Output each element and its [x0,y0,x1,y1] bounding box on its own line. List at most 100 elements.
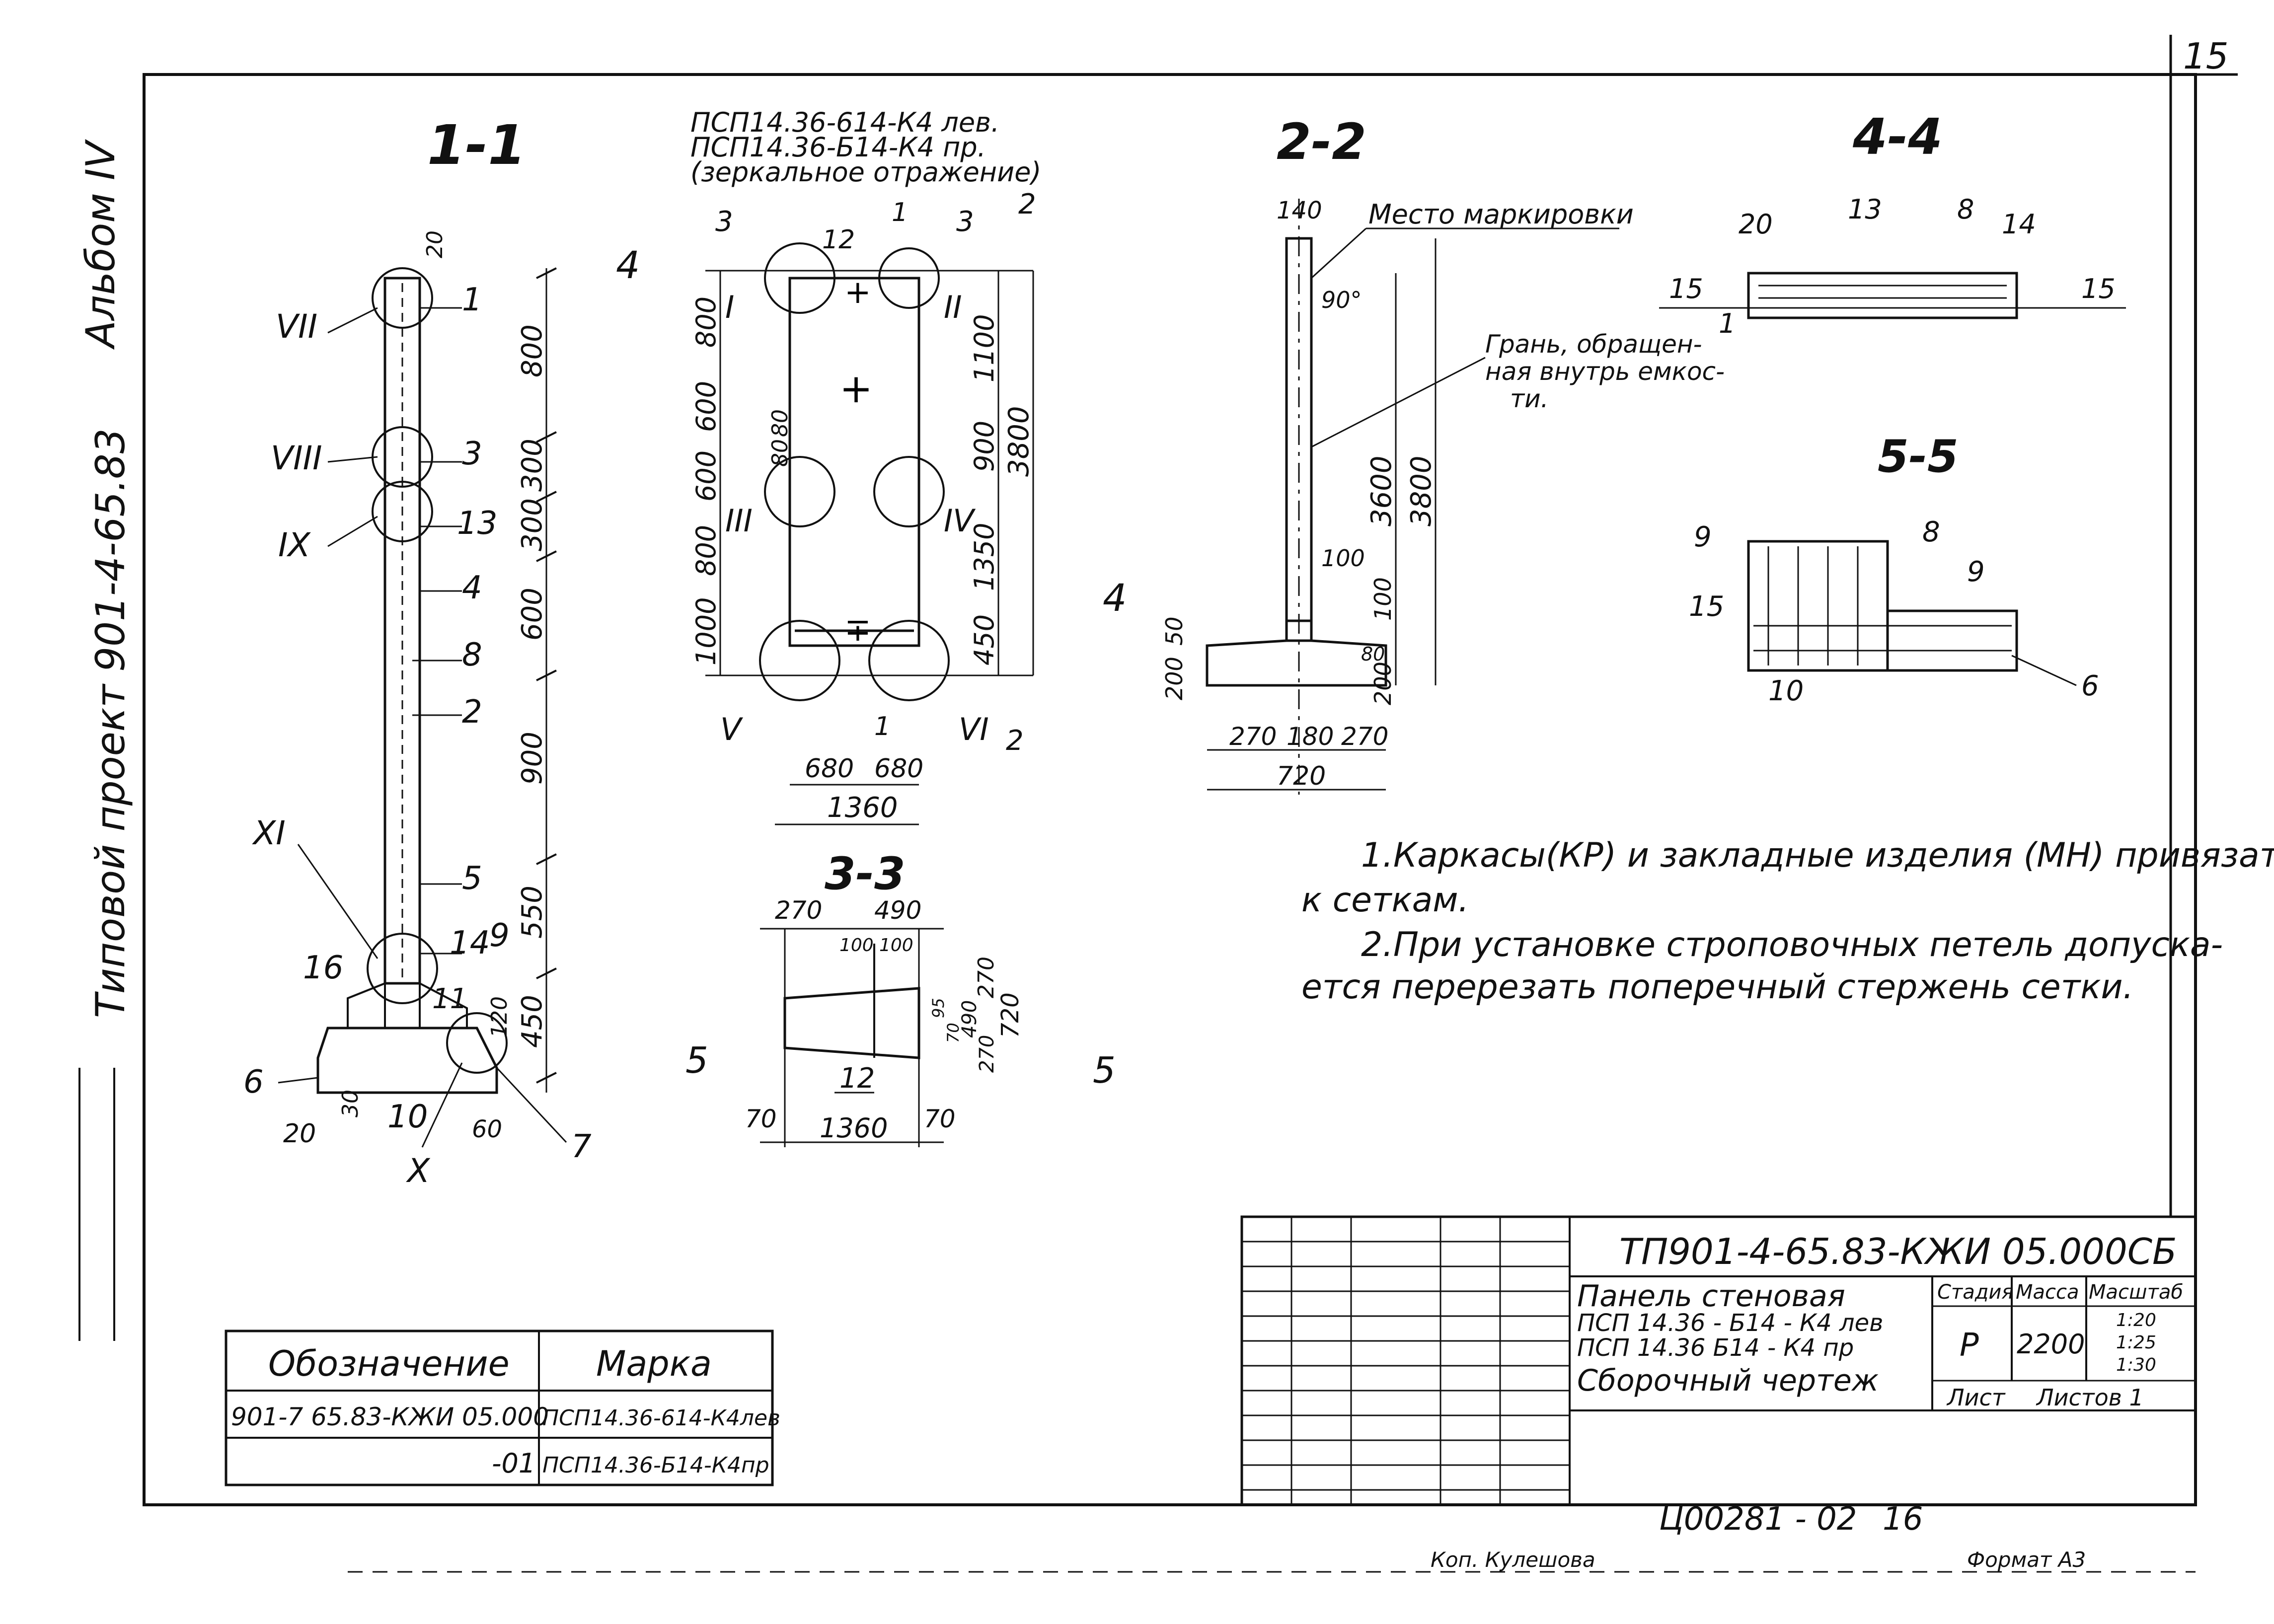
dim: 20 [422,230,448,258]
dim: 490 [874,896,921,925]
dim: 200 [1369,662,1396,705]
callout-5: 5 [462,860,482,897]
dim: 270 [976,1035,998,1073]
sheets-label: Листов 1 [2036,1384,2144,1411]
stage: Р [1960,1327,1979,1364]
section-5-5-title: 5-5 [1878,431,1959,483]
dim: 600 [690,450,722,502]
callout-roman: X [406,1152,431,1190]
drawing-code: ТП901-4-65.83-КЖИ 05.000СБ [1619,1231,2177,1272]
dim: 3800 [1405,455,1438,526]
cut-mark-4: 4 [616,243,640,287]
sheet-label: Лист [1946,1384,2006,1411]
dim: 270 [1341,722,1388,751]
node-circle-vii [372,267,433,329]
face-label: ти. [1510,384,1549,413]
dim: 90° [1321,287,1362,313]
col-header: Масса [2016,1281,2079,1304]
section-5-5-outline [1747,540,1889,672]
node-circle-x [446,1012,508,1074]
face-label: ная внутрь емкос- [1485,357,1725,386]
label: 8 [1922,516,1940,548]
footing-profile [316,1027,498,1094]
plus-mark: + [839,366,873,412]
label: 9 [1694,521,1712,553]
note-line: ется перерезать поперечный стержень сетк… [1301,967,2133,1007]
node-label: II [944,289,962,325]
dim: 180 [1287,722,1334,751]
node-label: I [725,289,734,325]
label: 15 [2081,273,2116,304]
dim: 900 [516,732,548,785]
dim: 1350 [969,523,1000,591]
label: 14 [2002,209,2036,240]
callout-9: 9 [489,917,510,954]
callout-roman: VIII [271,439,322,477]
section-2-2-title: 2-2 [1277,113,1366,171]
cut-mark-4: 4 [1103,576,1127,620]
dim: 800 [690,296,722,348]
name-line: ПСП 14.36 - Б14 - К4 лев [1577,1309,1883,1337]
dim: 70 [745,1105,777,1133]
cut-mark-5: 5 [685,1039,708,1081]
callout-roman: IX [278,526,311,564]
sheet-frame [143,73,2197,1506]
node-v [759,620,840,701]
section-1-1: 1-1 VII VIII IX XI X 1 3 13 [243,113,592,1190]
dim: 450 [969,614,1000,665]
col-header: Стадия [1937,1281,2013,1304]
label: 15 [1669,273,1703,304]
inventory-number: Ц00281 - 02 [1659,1501,1857,1538]
scale: 1:30 [2116,1355,2156,1375]
panel-elevation: ПСП14.36-614-К4 лев. ПСП14.36-Б14-К4 пр.… [616,107,1127,825]
callout-10: 10 [387,1099,428,1135]
leader [496,1067,567,1143]
dim: 270 [775,896,822,925]
callout-4: 4 [462,570,482,606]
dim: 95 [929,998,948,1018]
leader [278,1077,318,1084]
leader [1310,227,1367,279]
callout-roman: XI [252,814,286,852]
cell: ПСП14.36-Б14-К4пр [542,1453,769,1478]
dim: 550 [516,886,548,939]
callout-11: 11 [432,983,467,1015]
dim: 100 [1321,545,1365,572]
project-label: Типовой проект 901-4-65.83 [87,428,134,1018]
section-4-4-title: 4-4 [1852,108,1943,166]
dim: 80 [767,409,793,437]
dim: 100 [839,935,874,956]
label: 10 [1768,675,1804,707]
minus-mark: ∓ [844,612,871,649]
node-label: III [725,503,753,539]
cut-mark: 1 [892,198,908,227]
haunch-right [419,981,468,1029]
dim: 300 [516,439,548,492]
footing-section [1206,619,1387,687]
node-circle-xi [367,933,438,1004]
dim: 720 [1277,761,1326,791]
dim: 200 [1161,657,1188,700]
dim: 50 [1161,616,1188,646]
cell: 901-7 65.83-КЖИ 05.000 [231,1403,549,1431]
title-block-frame [1240,1215,2197,1506]
dim: 800 [690,525,722,576]
album-label: Альбом IV [77,139,124,350]
note-line: 2.При установке строповочных петель допу… [1361,925,2223,964]
col-header: Масштаб [2089,1281,2183,1304]
callout-14: 14 [450,925,490,961]
dim: 120 [487,996,512,1038]
node-label: VI [959,711,989,747]
panel-outline [788,277,920,647]
scale: 1:25 [2116,1332,2156,1353]
leader [327,307,378,334]
section-3-3-outline [783,987,920,1059]
cell: -01 [492,1448,535,1479]
node-ii [878,247,940,309]
leader [421,1062,463,1148]
haunch-left [347,982,386,1029]
leader [297,844,379,959]
dim: 70 [944,1023,963,1043]
node-label: V [720,711,744,747]
callout-2: 2 [462,694,482,731]
